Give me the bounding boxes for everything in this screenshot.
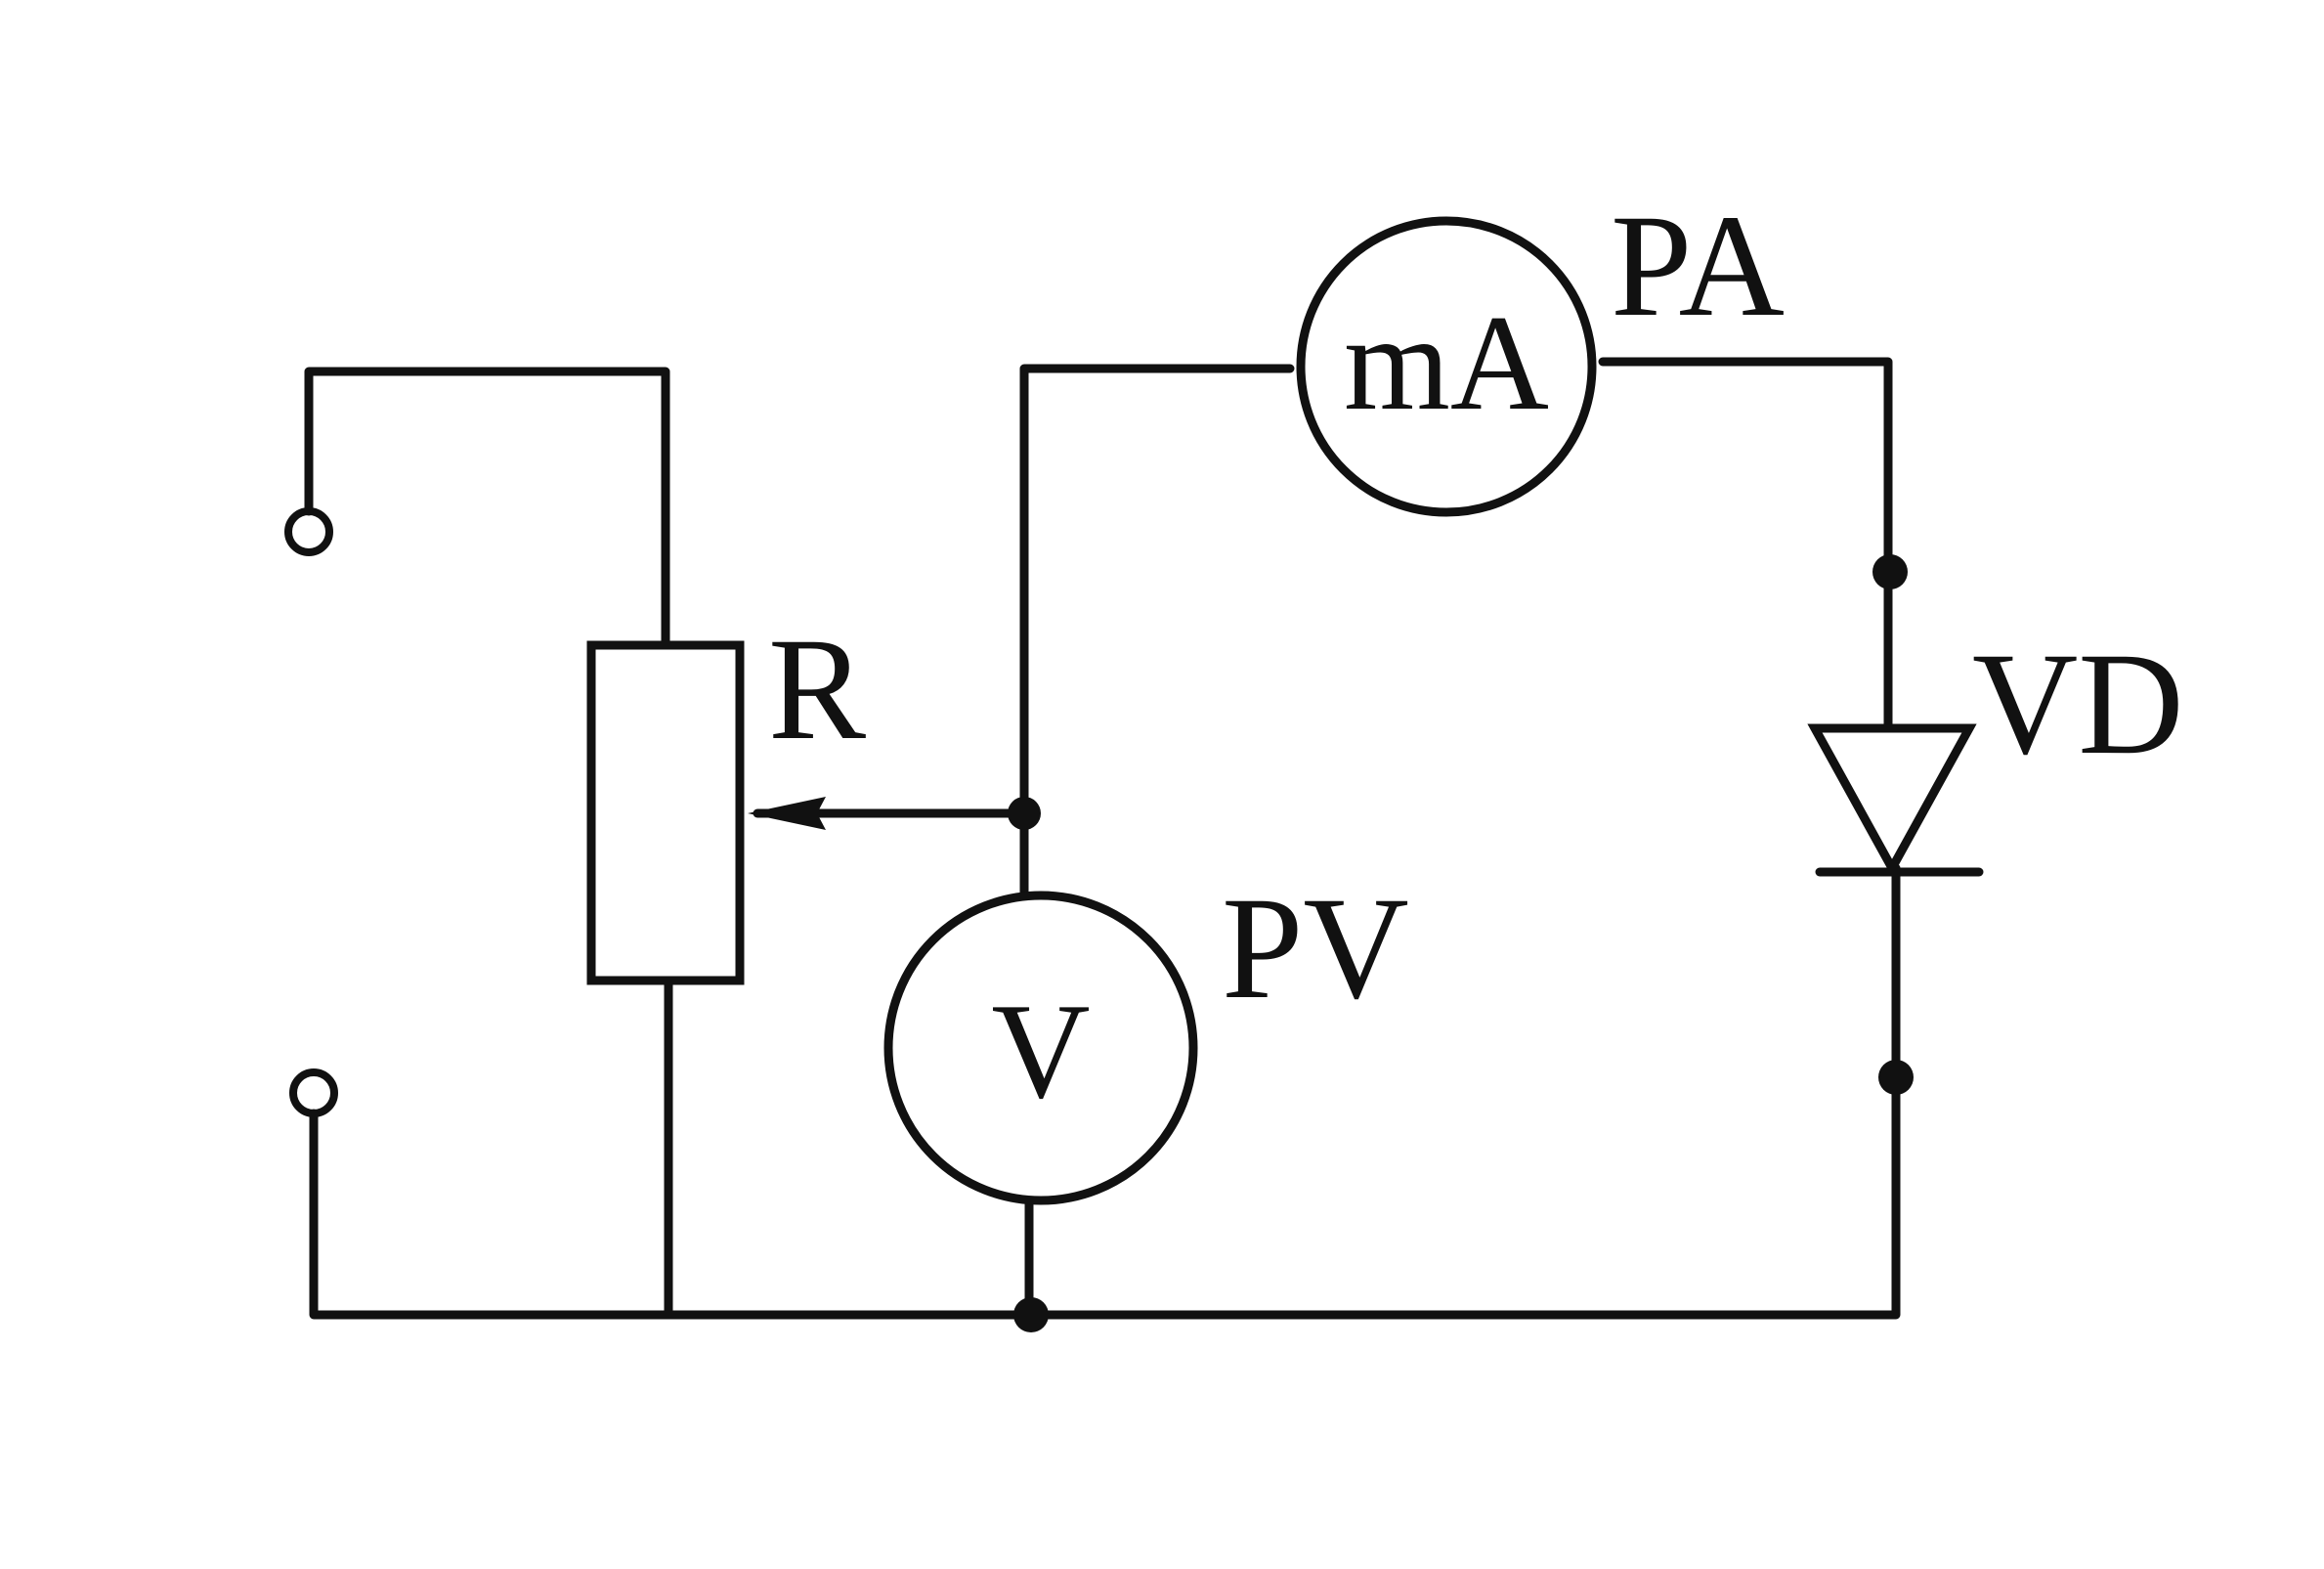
junction-diode-bottom bbox=[1878, 1060, 1914, 1095]
wire-supply-bottom bbox=[309, 1085, 1901, 1320]
wires bbox=[304, 357, 1901, 1320]
input-terminal-top bbox=[284, 507, 333, 556]
junction-dots bbox=[1008, 554, 1914, 1332]
ammeter-symbol: mA bbox=[1344, 287, 1549, 439]
voltmeter-circle bbox=[883, 891, 1198, 1205]
resistor-body bbox=[586, 640, 745, 985]
input-terminal-bottom bbox=[289, 1068, 338, 1117]
ammeter-circle bbox=[1296, 216, 1597, 517]
voltmeter-label: PV bbox=[1222, 867, 1409, 1029]
wiper-arrow-icon bbox=[748, 797, 826, 830]
resistor-label: R bbox=[768, 608, 866, 770]
ammeter-label: PA bbox=[1611, 185, 1785, 347]
diode-triangle bbox=[1807, 723, 1977, 878]
junction-diode-top bbox=[1872, 554, 1908, 589]
wire-ammeter-to-diode bbox=[1598, 357, 1893, 577]
ammeter-pa: mA PA bbox=[1296, 185, 1785, 517]
input-terminals bbox=[284, 507, 338, 1117]
diode-vd: VD bbox=[1807, 623, 2184, 878]
voltmeter-pv: V PV bbox=[883, 867, 1409, 1205]
voltmeter-symbol: V bbox=[991, 976, 1090, 1127]
junction-wiper-node bbox=[1008, 797, 1041, 830]
wire-supply-top bbox=[304, 367, 670, 650]
resistor-r: R bbox=[586, 608, 866, 985]
diode-label: VD bbox=[1972, 623, 2184, 785]
junction-bottom-rail bbox=[1013, 1297, 1049, 1332]
wire-to-ammeter bbox=[1019, 364, 1295, 818]
